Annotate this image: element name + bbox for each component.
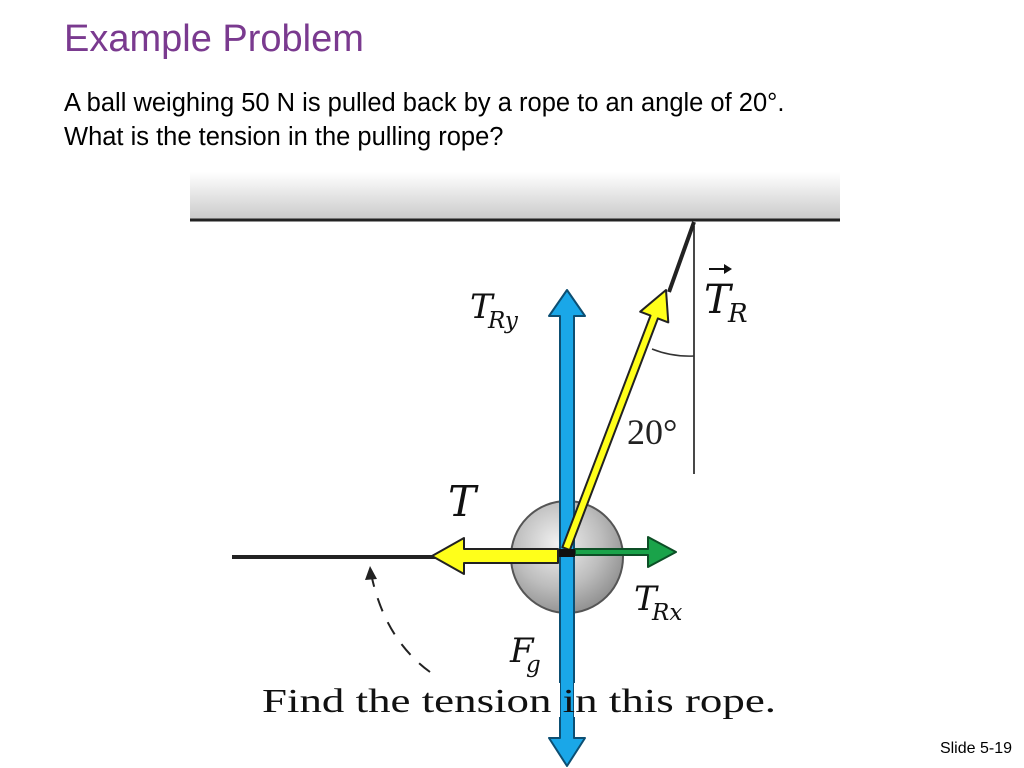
rope-tension-arrow: [561, 289, 670, 552]
gravity-label: F g: [509, 631, 541, 678]
svg-text:T: T: [470, 287, 495, 327]
caption-backing-2: [574, 683, 778, 717]
supporting-rope: [667, 221, 696, 293]
horizontal-tension-label: T: [448, 477, 479, 526]
angle-label: 20°: [627, 412, 677, 452]
tension-y-label: T Ry: [470, 287, 519, 334]
svg-text:Rx: Rx: [651, 600, 682, 626]
caption-backing: [262, 683, 560, 717]
slide-title: Example Problem: [64, 18, 364, 60]
problem-statement: A ball weighing 50 N is pulled back by a…: [64, 86, 994, 154]
x-component-arrow: [574, 536, 677, 568]
svg-text:F: F: [509, 631, 535, 671]
swing-arrowhead: [365, 566, 377, 580]
diagram-caption: Find the tension in this rope.: [262, 683, 776, 720]
svg-text:Ry: Ry: [487, 308, 519, 334]
origin-marker: [559, 549, 575, 557]
svg-text:T: T: [634, 579, 659, 619]
vertical-force-arrow: [548, 289, 586, 767]
tension-x-label: T Rx: [634, 579, 682, 626]
svg-text:R: R: [727, 299, 748, 329]
tension-vector-label: T R: [704, 264, 748, 329]
swing-path-dashed: [371, 577, 431, 673]
problem-line-2: What is the tension in the pulling rope?: [64, 123, 504, 151]
angle-arc: [651, 348, 695, 357]
svg-text:T: T: [704, 277, 734, 323]
slide-number: Slide 5-19: [939, 740, 1012, 757]
horizontal-tension-arrow: [431, 537, 559, 575]
problem-line-1: A ball weighing 50 N is pulled back by a…: [64, 89, 785, 117]
ceiling: [190, 172, 840, 220]
svg-text:g: g: [526, 652, 541, 678]
